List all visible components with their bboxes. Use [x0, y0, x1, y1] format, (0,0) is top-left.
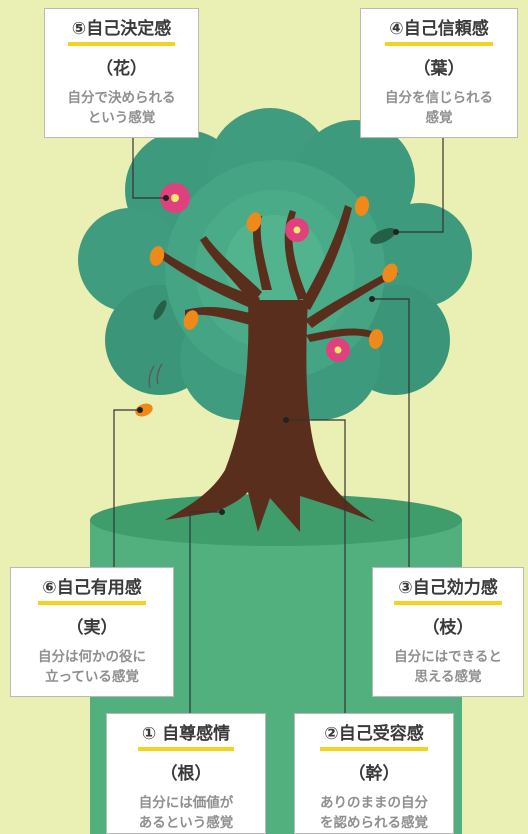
leaf — [153, 300, 167, 320]
box-description: 自分で決められるという感覚 — [67, 90, 176, 126]
box-part: （幹） — [348, 764, 400, 784]
box-description: ありのままの自分を認められる感覚 — [320, 795, 428, 831]
label-box-branch: ③自己効力感 （枝） 自分にはできると思える感覚 — [372, 567, 524, 697]
box-part: （実） — [66, 618, 118, 638]
label-box-flower: ⑤自己決定感 （花） 自分で決められるという感覚 — [44, 8, 199, 138]
fruit — [382, 263, 398, 283]
box-title: ⑤自己決定感 — [67, 18, 176, 46]
box-description: 自分にはできると思える感覚 — [394, 649, 502, 685]
falling-fruit — [135, 403, 153, 417]
box-description: 自分を信じられる感覚 — [385, 90, 493, 126]
leaf-group — [153, 227, 396, 320]
flower — [326, 338, 350, 362]
tree-trunk — [160, 205, 398, 532]
label-box-fruit: ⑥自己有用感 （実） 自分は何かの役に立っている感覚 — [10, 567, 174, 697]
box-title: ③自己効力感 — [394, 577, 502, 605]
flower — [160, 183, 190, 213]
box-title: ① 自尊感情 — [137, 723, 235, 751]
label-box-root: ① 自尊感情 （根） 自分には価値があるという感覚 — [106, 713, 266, 834]
box-part: （葉） — [413, 59, 465, 79]
fruit — [368, 329, 384, 349]
box-title: ②自己受容感 — [320, 723, 428, 751]
flower — [285, 218, 309, 242]
falling-motion-lines — [148, 363, 163, 389]
box-part: （花） — [96, 59, 147, 79]
flower-group — [160, 183, 350, 362]
box-part: （根） — [160, 764, 212, 784]
box-description: 自分は何かの役に立っている感覚 — [38, 649, 146, 685]
fruit-group — [135, 196, 398, 417]
fruit — [149, 246, 165, 266]
fruit — [354, 196, 370, 216]
box-description: 自分には価値があるという感覚 — [138, 795, 234, 831]
box-title: ④自己信頼感 — [385, 18, 493, 46]
fruit — [246, 212, 262, 232]
connector-dots — [137, 195, 399, 515]
connector-lines — [113, 138, 444, 713]
leaf — [370, 227, 396, 245]
label-box-trunk: ②自己受容感 （幹） ありのままの自分を認められる感覚 — [294, 713, 454, 834]
label-box-leaf: ④自己信頼感 （葉） 自分を信じられる感覚 — [360, 8, 518, 138]
box-title: ⑥自己有用感 — [38, 577, 146, 605]
box-part: （枝） — [422, 618, 474, 638]
fruit — [183, 310, 199, 330]
